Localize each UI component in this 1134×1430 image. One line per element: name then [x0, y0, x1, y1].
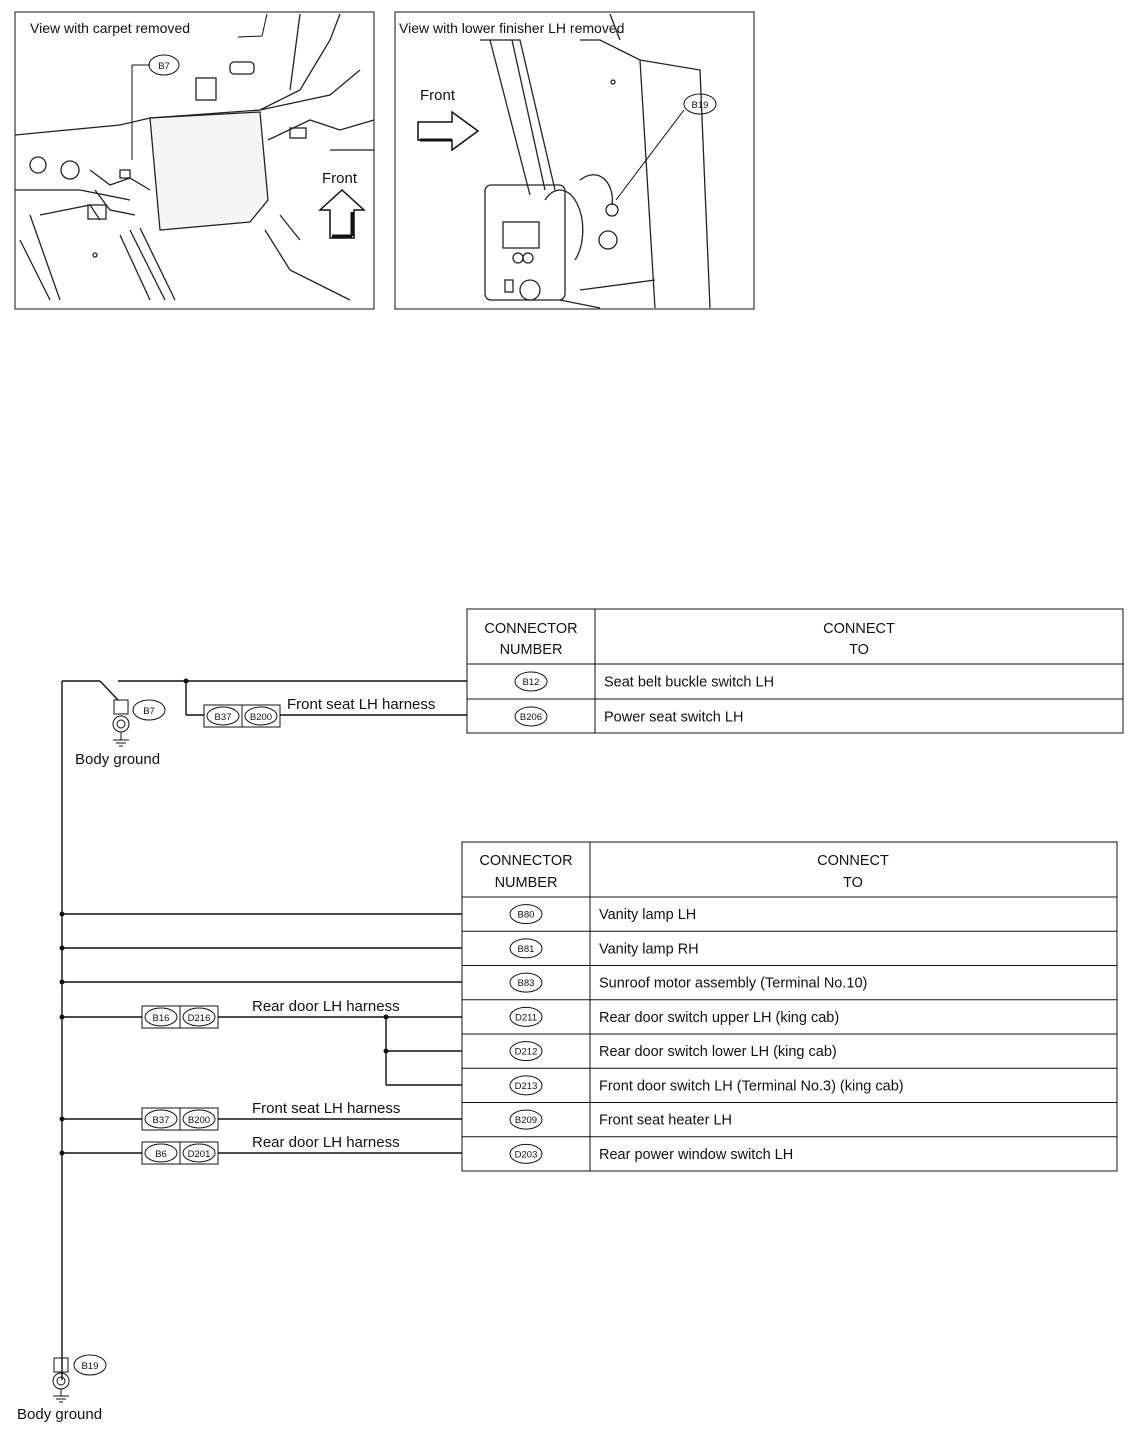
connect-to: Vanity lamp RH [599, 941, 699, 957]
connector-number: D203 [515, 1149, 538, 1160]
connector-number: B206 [520, 712, 542, 723]
harness-label: Front seat LH harness [252, 1100, 400, 1117]
t2-head-col1-l1: CONNECTOR [479, 853, 572, 869]
t1-head-col1-l2: NUMBER [500, 642, 563, 658]
harness-label: Rear door LH harness [252, 1134, 400, 1151]
top-harness-label: Front seat LH harness [287, 696, 435, 713]
connector-badge [509, 904, 543, 925]
t2-head-col1-l2: NUMBER [495, 875, 558, 891]
t2-head-col2-l2: TO [843, 875, 863, 891]
t1-head-col2-l1: CONNECT [823, 621, 895, 637]
front-arrow-right-icon [417, 110, 480, 152]
connector-number: D213 [515, 1081, 538, 1092]
connector-badge [514, 671, 548, 692]
connector-table-1: CONNECTOR NUMBER CONNECT TO B12 Seat belt… [466, 608, 1124, 734]
right-view-panel: View with lower finisher LH removed B1 [394, 11, 755, 310]
left-panel-illustration [14, 13, 375, 301]
harness-connector: B6 D201 Rear door LH harness [141, 1134, 400, 1165]
connector-badge [509, 1006, 543, 1027]
right-panel-illustration [480, 13, 711, 309]
connector-badge [509, 1143, 543, 1164]
left-panel-title: View with carpet removed [30, 20, 190, 36]
harness-connector: B37 B200 Front seat LH harness [141, 1100, 400, 1131]
harness-label: Rear door LH harness [252, 998, 400, 1015]
bottom-ground-circuit: B19 Body ground [17, 1354, 107, 1423]
connect-to: Rear power window switch LH [599, 1147, 793, 1163]
top-harness-c1: B37 [215, 712, 232, 723]
harness-c1: B6 [155, 1149, 167, 1160]
connector-badge [509, 1109, 543, 1130]
top-harness-connector: B37 B200 [203, 704, 281, 728]
table2-row: B83 Sunroof motor assembly (Terminal No.1… [462, 965, 1117, 993]
table2-row: B81 Vanity lamp RH [462, 930, 1117, 959]
harness-connector: B16 D216 Rear door LH harness [141, 998, 400, 1029]
harness-c1: B16 [153, 1013, 170, 1024]
t1-head-col1-l1: CONNECTOR [484, 621, 577, 637]
t1-head-col2-l2: TO [849, 642, 869, 658]
front-arrow-up-icon [318, 188, 366, 239]
harness-c2: B200 [188, 1115, 210, 1126]
table2-row: B80 Vanity lamp LH [509, 904, 696, 925]
connect-to: Rear door switch lower LH (king cab) [599, 1044, 837, 1060]
ground-bottom-connector: B19 [82, 1361, 99, 1372]
table1-row: B12 Seat belt buckle switch LH [514, 671, 774, 692]
connect-to: Sunroof motor assembly (Terminal No.10) [599, 976, 867, 992]
right-panel-connector: B19 [692, 100, 709, 111]
connector-number: B81 [518, 944, 535, 955]
connector-number: D211 [515, 1012, 537, 1023]
connector-badge [509, 1041, 543, 1062]
table2-row: B209 Front seat heater LH [462, 1102, 1117, 1130]
connector-number: B12 [523, 677, 540, 688]
harness-c2: D201 [188, 1149, 211, 1160]
ground-bottom-label: Body ground [17, 1406, 102, 1423]
connect-to: Vanity lamp LH [599, 907, 696, 923]
left-panel-front-label: Front [322, 170, 358, 187]
connector-number: B80 [518, 910, 535, 921]
top-ground-circuit: B7 Body ground B37 B200 Front seat LH ha… [61, 678, 467, 1380]
left-view-panel: View with carpet removed [14, 11, 375, 310]
connector-badge [509, 1075, 543, 1096]
connect-to: Front door switch LH (Terminal No.3) (ki… [599, 1078, 904, 1094]
t2-head-col2-l1: CONNECT [817, 853, 889, 869]
harness-c1: B37 [153, 1115, 170, 1126]
ground-symbol-bottom [52, 1357, 70, 1403]
connector-badge [514, 706, 548, 727]
ground-top-label: Body ground [75, 751, 160, 768]
table2-row: D212 Rear door switch lower LH (king cab) [462, 1033, 1117, 1062]
connector-number: B209 [515, 1115, 537, 1126]
ground-symbol-top [112, 699, 130, 747]
right-panel-title: View with lower finisher LH removed [399, 20, 624, 36]
ground-top-connector: B7 [143, 706, 155, 717]
table2-row: D203 Rear power window switch LH [462, 1136, 1117, 1164]
top-harness-c2: B200 [250, 712, 272, 723]
left-panel-connector: B7 [158, 61, 170, 72]
connector-badge [509, 938, 543, 959]
connect-to: Rear door switch upper LH (king cab) [599, 1010, 839, 1026]
table2-row: D213 Front door switch LH (Terminal No.3)… [462, 1067, 1117, 1096]
connector-badge [509, 972, 543, 993]
connect-to: Front seat heater LH [599, 1113, 732, 1129]
table2-row: D211 Rear door switch upper LH (king cab) [462, 999, 1117, 1027]
connect-to: Power seat switch LH [604, 710, 743, 726]
table1-row: B206 Power seat switch LH [467, 698, 1123, 727]
connector-number: B83 [518, 978, 535, 989]
harness-c2: D216 [188, 1013, 211, 1024]
connect-to: Seat belt buckle switch LH [604, 675, 774, 691]
connector-number: D212 [515, 1047, 538, 1058]
right-panel-front-label: Front [420, 87, 456, 104]
